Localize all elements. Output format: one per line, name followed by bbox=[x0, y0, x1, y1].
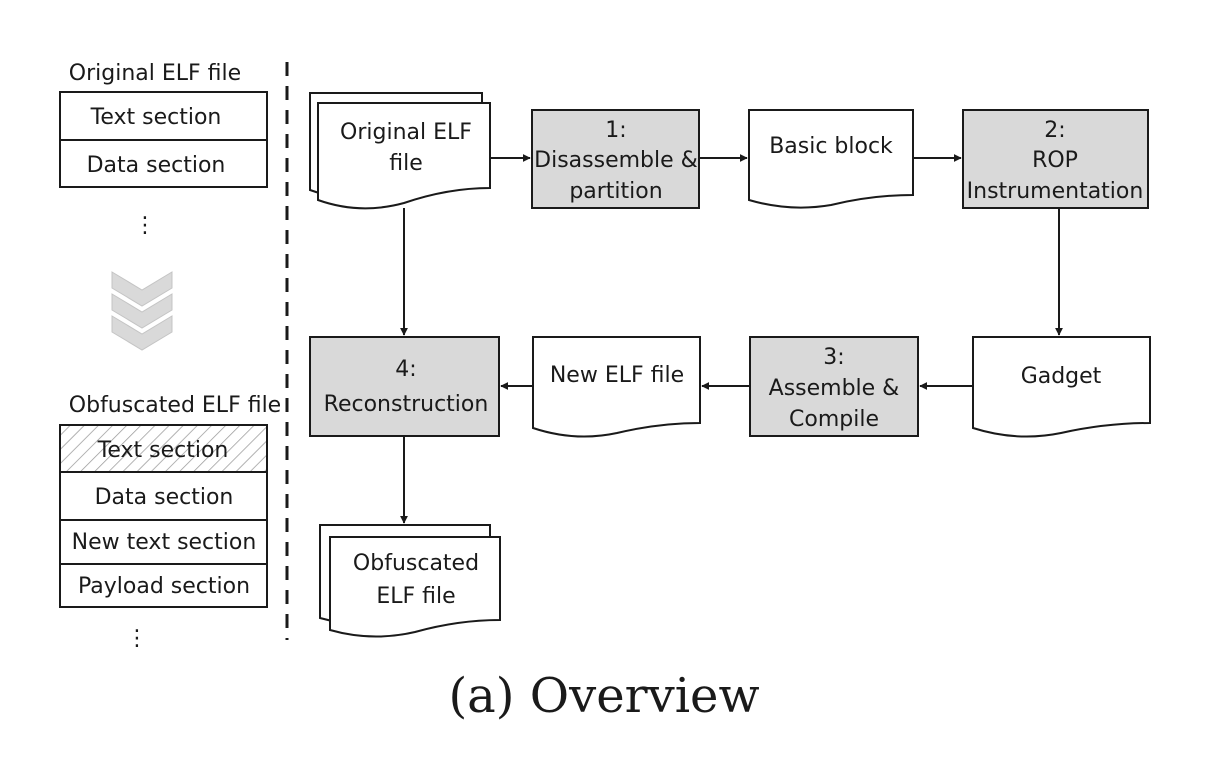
new-text-section-label: New text section bbox=[72, 530, 257, 555]
new-elf-label: New ELF file bbox=[550, 363, 684, 388]
step-2-line1: ROP bbox=[1032, 148, 1078, 173]
original-data-section-label: Data section bbox=[87, 153, 226, 178]
obfuscated-elf-line1: Obfuscated bbox=[353, 551, 479, 576]
obfuscated-text-section-label: Text section bbox=[97, 438, 229, 463]
obfuscated-elf-layout: Obfuscated ELF file Text section Data se… bbox=[59, 393, 281, 651]
original-more-ellipsis: ⋮ bbox=[134, 213, 156, 238]
step-1-line1: Disassemble & bbox=[534, 148, 698, 173]
step-2-number: 2: bbox=[1044, 118, 1065, 143]
obfuscated-data-section-label: Data section bbox=[95, 485, 234, 510]
step-3-number: 3: bbox=[823, 345, 844, 370]
original-elf-line1: Original ELF bbox=[340, 120, 472, 145]
obfuscated-elf-line2: ELF file bbox=[376, 584, 455, 609]
chevron-down-icon bbox=[111, 271, 173, 351]
figure-caption: (a) Overview bbox=[448, 668, 759, 724]
step-4-reconstruction: 4: Reconstruction bbox=[309, 336, 500, 437]
step-3-line1: Assemble & bbox=[769, 376, 900, 401]
obfuscated-section-box bbox=[59, 519, 268, 565]
step-1-line2: partition bbox=[569, 179, 662, 204]
gadget-label: Gadget bbox=[1021, 364, 1102, 389]
payload-section-label: Payload section bbox=[78, 574, 250, 599]
basic-block-document: Basic block bbox=[748, 109, 914, 209]
obfuscated-elf-title: Obfuscated ELF file bbox=[69, 393, 281, 418]
original-elf-document: Original ELF file bbox=[309, 92, 491, 210]
step-4-number: 4: bbox=[395, 357, 416, 382]
obfuscated-text-section-hatched bbox=[59, 424, 268, 473]
gadget-document: Gadget bbox=[972, 336, 1151, 438]
step-3-assemble-compile: 3: Assemble & Compile bbox=[749, 336, 919, 437]
step-1-number: 1: bbox=[605, 118, 626, 143]
original-text-section-label: Text section bbox=[90, 105, 222, 130]
original-section-box bbox=[59, 139, 268, 188]
original-elf-line2: file bbox=[389, 151, 423, 176]
original-elf-title: Original ELF file bbox=[69, 61, 241, 86]
obfuscated-elf-document: Obfuscated ELF file bbox=[319, 524, 501, 638]
new-elf-document: New ELF file bbox=[532, 336, 701, 438]
step-2-line2: Instrumentation bbox=[967, 179, 1144, 204]
step-3-line2: Compile bbox=[789, 407, 879, 432]
basic-block-label: Basic block bbox=[769, 134, 893, 159]
original-elf-layout: Original ELF file Text section Data sect… bbox=[59, 61, 268, 238]
step-1-disassemble-partition: 1: Disassemble & partition bbox=[531, 109, 700, 209]
original-section-box bbox=[59, 91, 268, 141]
step-2-rop-instrumentation: 2: ROP Instrumentation bbox=[962, 109, 1149, 209]
obfuscated-more-ellipsis: ⋮ bbox=[126, 626, 148, 651]
step-4-line1: Reconstruction bbox=[324, 392, 489, 417]
obfuscated-section-box bbox=[59, 563, 268, 608]
